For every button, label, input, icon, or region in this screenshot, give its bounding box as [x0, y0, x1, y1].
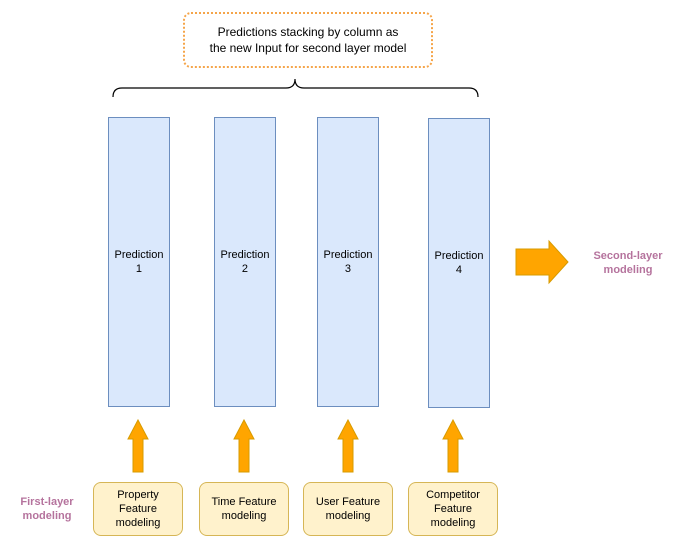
property-feature-line3: modeling — [115, 517, 161, 529]
prediction-2-number: 2 — [241, 263, 249, 275]
property-feature-line2: Feature — [119, 503, 157, 515]
prediction-column-1: Prediction 1 — [108, 117, 170, 407]
first-layer-label: First-layer modeling — [4, 495, 90, 523]
time-feature-line1: Time Feature — [211, 496, 277, 508]
prediction-3-title: Prediction — [323, 249, 373, 261]
first-layer-label-line2: modeling — [22, 510, 72, 522]
second-layer-label-line2: modeling — [603, 264, 653, 276]
second-layer-label-line1: Second-layer — [593, 250, 663, 262]
property-feature-line1: Property — [117, 489, 159, 501]
prediction-4-title: Prediction — [434, 250, 484, 262]
up-arrow-4 — [442, 418, 464, 473]
prediction-column-4: Prediction 4 — [428, 118, 490, 408]
competitor-feature-line2: Feature — [434, 503, 472, 515]
user-feature-box: User Feature modeling — [303, 482, 393, 536]
competitor-feature-line3: modeling — [430, 517, 476, 529]
prediction-3-number: 3 — [344, 263, 352, 275]
prediction-4-number: 4 — [455, 264, 463, 276]
competitor-feature-line1: Competitor — [426, 489, 480, 501]
up-arrow-2 — [233, 418, 255, 473]
property-feature-box: Property Feature modeling — [93, 482, 183, 536]
time-feature-box: Time Feature modeling — [199, 482, 289, 536]
user-feature-line1: User Feature — [315, 496, 381, 508]
up-arrow-1 — [127, 418, 149, 473]
curly-brace — [112, 78, 479, 98]
prediction-1-title: Prediction — [114, 249, 164, 261]
second-layer-label: Second-layer modeling — [583, 249, 673, 277]
stacking-note-box: Predictions stacking by column as the ne… — [183, 12, 433, 68]
stacking-note-line2: the new Input for second layer model — [209, 41, 407, 55]
first-layer-label-line1: First-layer — [20, 496, 74, 508]
prediction-2-title: Prediction — [220, 249, 270, 261]
right-arrow — [515, 239, 569, 285]
up-arrow-3 — [337, 418, 359, 473]
prediction-1-number: 1 — [135, 263, 143, 275]
prediction-column-3: Prediction 3 — [317, 117, 379, 407]
user-feature-line2: modeling — [325, 510, 371, 522]
prediction-column-2: Prediction 2 — [214, 117, 276, 407]
competitor-feature-box: Competitor Feature modeling — [408, 482, 498, 536]
stacking-note-line1: Predictions stacking by column as — [217, 25, 399, 39]
time-feature-line2: modeling — [221, 510, 267, 522]
